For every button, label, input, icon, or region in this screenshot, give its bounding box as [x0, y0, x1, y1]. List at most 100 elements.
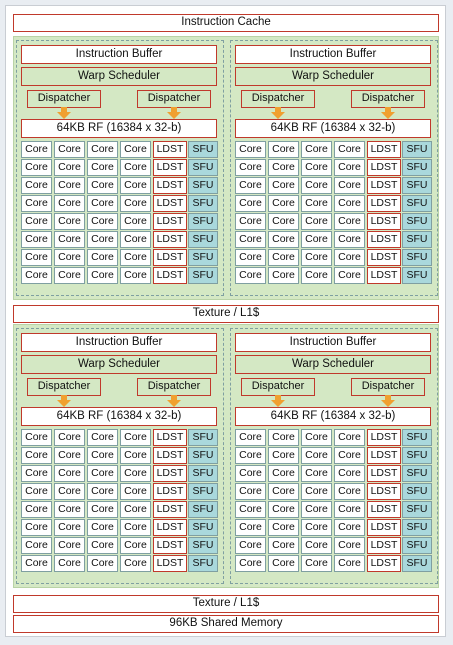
core-unit: Core — [235, 429, 266, 446]
sfu-unit: SFU — [402, 555, 432, 572]
core-unit: Core — [268, 555, 299, 572]
core-unit: Core — [54, 249, 85, 266]
ldst-unit: LDST — [367, 519, 401, 536]
core-unit: Core — [235, 213, 266, 230]
core-unit: Core — [120, 465, 151, 482]
sfu-unit: SFU — [188, 231, 218, 248]
sfu-unit: SFU — [188, 141, 218, 158]
core-unit: Core — [235, 483, 266, 500]
ldst-unit: LDST — [153, 501, 187, 518]
core-unit: Core — [120, 213, 151, 230]
core-unit: Core — [301, 483, 332, 500]
sfu-unit: SFU — [188, 267, 218, 284]
warp-scheduler: Warp Scheduler — [21, 67, 217, 86]
ldst-unit: LDST — [367, 555, 401, 572]
core-unit: Core — [87, 177, 118, 194]
sfu-unit: SFU — [402, 231, 432, 248]
core-unit: Core — [268, 141, 299, 158]
core-unit: Core — [334, 537, 365, 554]
core-unit: Core — [235, 195, 266, 212]
core-unit: Core — [21, 483, 52, 500]
dispatcher-2: Dispatcher — [137, 90, 211, 108]
core-unit: Core — [235, 141, 266, 158]
core-unit: Core — [21, 177, 52, 194]
core-unit: Core — [87, 141, 118, 158]
core-unit: Core — [120, 519, 151, 536]
core-unit: Core — [21, 537, 52, 554]
core-unit: Core — [21, 429, 52, 446]
core-unit: Core — [54, 267, 85, 284]
core-unit: Core — [301, 501, 332, 518]
core-unit: Core — [87, 447, 118, 464]
core-unit: Core — [21, 267, 52, 284]
core-unit: Core — [120, 555, 151, 572]
core-unit: Core — [235, 465, 266, 482]
dispatcher-1: Dispatcher — [241, 90, 315, 108]
core-unit: Core — [120, 267, 151, 284]
core-unit: Core — [334, 501, 365, 518]
core-unit: Core — [54, 177, 85, 194]
core-unit: Core — [301, 195, 332, 212]
core-unit: Core — [235, 231, 266, 248]
sfu-unit: SFU — [188, 519, 218, 536]
core-unit: Core — [54, 501, 85, 518]
core-unit: Core — [120, 537, 151, 554]
core-unit: Core — [301, 519, 332, 536]
core-unit: Core — [334, 195, 365, 212]
core-unit: Core — [87, 249, 118, 266]
core-unit: Core — [120, 501, 151, 518]
core-unit: Core — [268, 519, 299, 536]
ldst-unit: LDST — [367, 195, 401, 212]
ldst-unit: LDST — [153, 231, 187, 248]
sfu-unit: SFU — [402, 213, 432, 230]
instruction-buffer: Instruction Buffer — [235, 45, 431, 64]
sfu-unit: SFU — [402, 483, 432, 500]
ldst-unit: LDST — [153, 195, 187, 212]
register-file: 64KB RF (16384 x 32-b) — [21, 407, 217, 426]
core-unit: Core — [268, 195, 299, 212]
core-unit: Core — [21, 141, 52, 158]
sfu-unit: SFU — [402, 249, 432, 266]
core-unit: Core — [301, 249, 332, 266]
core-unit: Core — [21, 213, 52, 230]
sfu-unit: SFU — [402, 519, 432, 536]
core-unit: Core — [334, 465, 365, 482]
core-unit: Core — [54, 465, 85, 482]
ldst-unit: LDST — [367, 465, 401, 482]
core-unit: Core — [54, 483, 85, 500]
sfu-unit: SFU — [402, 177, 432, 194]
ldst-unit: LDST — [367, 537, 401, 554]
ldst-unit: LDST — [367, 141, 401, 158]
ldst-unit: LDST — [153, 483, 187, 500]
sfu-unit: SFU — [402, 537, 432, 554]
dispatcher-1: Dispatcher — [241, 378, 315, 396]
core-unit: Core — [301, 231, 332, 248]
instruction-buffer: Instruction Buffer — [21, 45, 217, 64]
core-unit: Core — [235, 159, 266, 176]
ldst-unit: LDST — [367, 231, 401, 248]
core-unit: Core — [120, 159, 151, 176]
ldst-unit: LDST — [367, 249, 401, 266]
ldst-unit: LDST — [153, 159, 187, 176]
core-unit: Core — [334, 483, 365, 500]
core-unit: Core — [268, 213, 299, 230]
core-unit: Core — [301, 141, 332, 158]
core-unit: Core — [54, 429, 85, 446]
ldst-unit: LDST — [153, 249, 187, 266]
core-unit: Core — [268, 177, 299, 194]
ldst-unit: LDST — [367, 159, 401, 176]
core-unit: Core — [301, 213, 332, 230]
core-unit: Core — [120, 141, 151, 158]
ldst-unit: LDST — [153, 465, 187, 482]
sfu-unit: SFU — [188, 249, 218, 266]
down-arrow-icon — [167, 107, 181, 119]
core-unit: Core — [334, 519, 365, 536]
core-unit: Core — [235, 555, 266, 572]
core-unit: Core — [87, 231, 118, 248]
core-unit: Core — [87, 213, 118, 230]
core-unit: Core — [120, 249, 151, 266]
down-arrow-icon — [57, 395, 71, 407]
texture-l1-top: Texture / L1$ — [13, 305, 439, 323]
